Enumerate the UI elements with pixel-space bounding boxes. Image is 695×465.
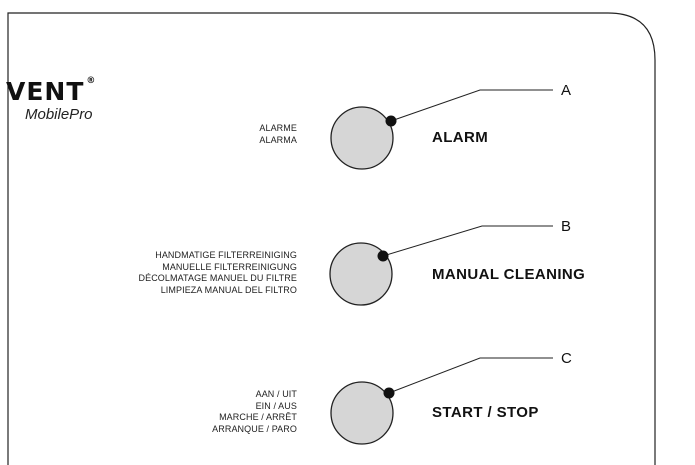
logo-model: MobilePro — [25, 106, 93, 123]
start-stop-label: START / STOP — [432, 404, 539, 421]
start-stop-translations: AAN / UIT EIN / AUS MARCHE / ARRÊT ARRAN… — [212, 389, 297, 435]
leader-dot-c — [383, 387, 395, 399]
translation-line: MANUELLE FILTERREINIGUNG — [162, 261, 297, 272]
translation-line: DÉCOLMATAGE MANUEL DU FILTRE — [138, 273, 297, 283]
translation-line: EIN / AUS — [255, 400, 297, 411]
callout-c: C — [561, 350, 572, 367]
callout-a: A — [561, 82, 572, 99]
manual-cleaning-translations: HANDMATIGE FILTERREINIGING MANUELLE FILT… — [139, 250, 298, 296]
translation-line: ALARME — [259, 123, 297, 133]
manual-cleaning-label: MANUAL CLEANING — [432, 266, 586, 283]
alarm-label: ALARM — [432, 129, 489, 146]
translation-line: ARRANQUE / PARO — [212, 423, 297, 434]
leader-dot-a — [385, 115, 397, 127]
leader-dot-b — [377, 250, 389, 262]
brand-logo: VENT® MobilePro — [6, 76, 97, 124]
translation-line: AAN / UIT — [255, 389, 297, 399]
callout-b: B — [561, 218, 572, 235]
leader-line-c — [388, 357, 553, 394]
translation-line: LIMPIEZA MANUAL DEL FILTRO — [160, 284, 297, 295]
translation-line: ALARMA — [259, 134, 297, 145]
translation-line: HANDMATIGE FILTERREINIGING — [155, 250, 297, 260]
leader-line-a — [390, 89, 553, 122]
start-stop-button[interactable] — [330, 381, 394, 445]
logo-brand: VENT — [6, 77, 85, 106]
translation-line: MARCHE / ARRÊT — [219, 412, 297, 422]
alarm-button[interactable] — [330, 106, 394, 170]
alarm-translations: ALARME ALARMA — [259, 123, 297, 146]
leader-line-b — [382, 225, 553, 257]
registered-mark: ® — [86, 76, 97, 86]
manual-cleaning-button[interactable] — [329, 242, 393, 306]
